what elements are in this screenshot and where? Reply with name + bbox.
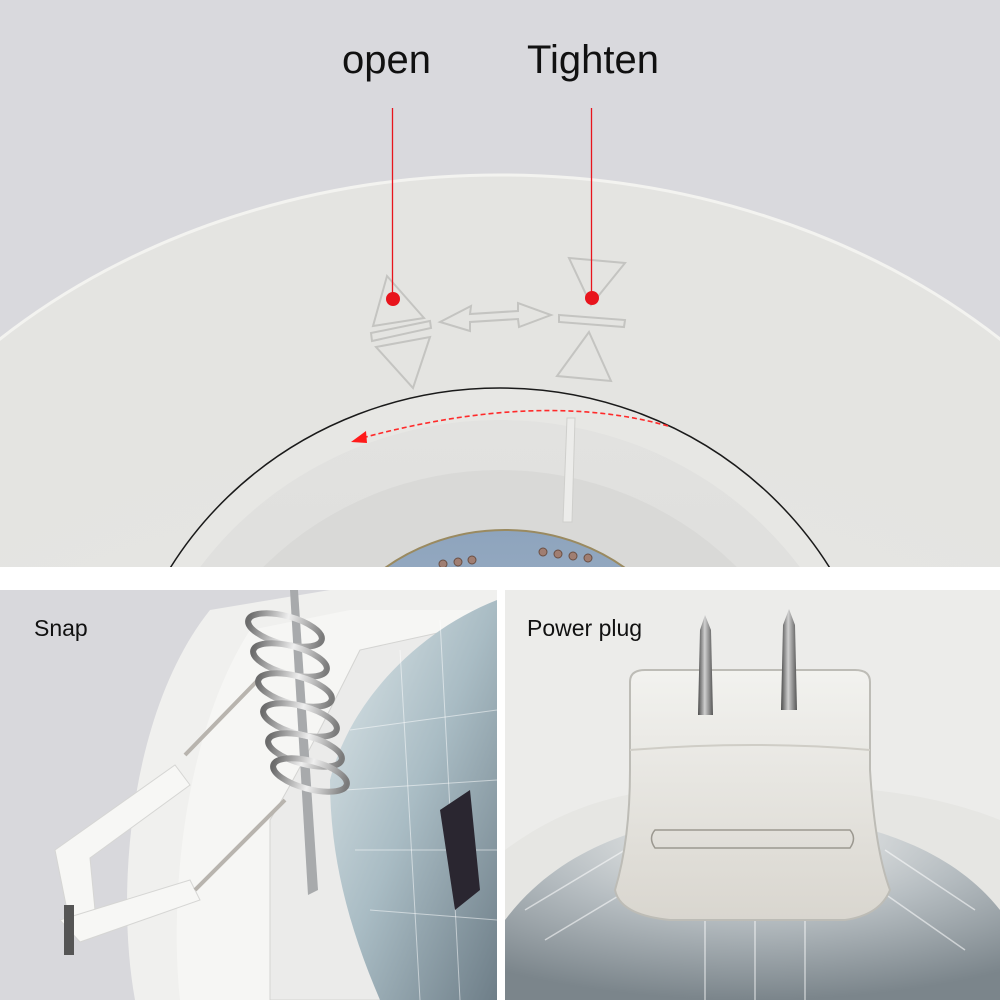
lens-center bbox=[384, 529, 626, 567]
snap-spring-icon bbox=[245, 610, 350, 795]
rotation-direction-arrow bbox=[361, 409, 669, 439]
fixture-top-illustration bbox=[0, 108, 1000, 567]
power-plug-label: Power plug bbox=[527, 615, 643, 641]
bi-pin-connector-icon bbox=[698, 609, 797, 715]
double-arrow-icon bbox=[437, 301, 554, 333]
tighten-label: Tighten bbox=[527, 38, 659, 82]
glass-base bbox=[613, 669, 892, 921]
outer-rim bbox=[0, 175, 1000, 567]
open-lock-triangle-icon bbox=[369, 273, 433, 390]
top-panel-fixture-photo: open Tighten bbox=[0, 0, 1000, 567]
snap-spring-photo: Snap bbox=[0, 590, 497, 1000]
open-label: open bbox=[342, 38, 431, 82]
tighten-lock-triangle-icon bbox=[555, 256, 627, 383]
open-callout-dot bbox=[386, 292, 400, 306]
snap-label: Snap bbox=[34, 615, 88, 641]
power-plug-illustration bbox=[505, 609, 1000, 1000]
snap-spring-illustration bbox=[54, 590, 497, 1000]
power-plug-photo: Power plug bbox=[505, 590, 1000, 1000]
tighten-callout-dot bbox=[585, 291, 599, 305]
alignment-groove bbox=[562, 417, 576, 523]
